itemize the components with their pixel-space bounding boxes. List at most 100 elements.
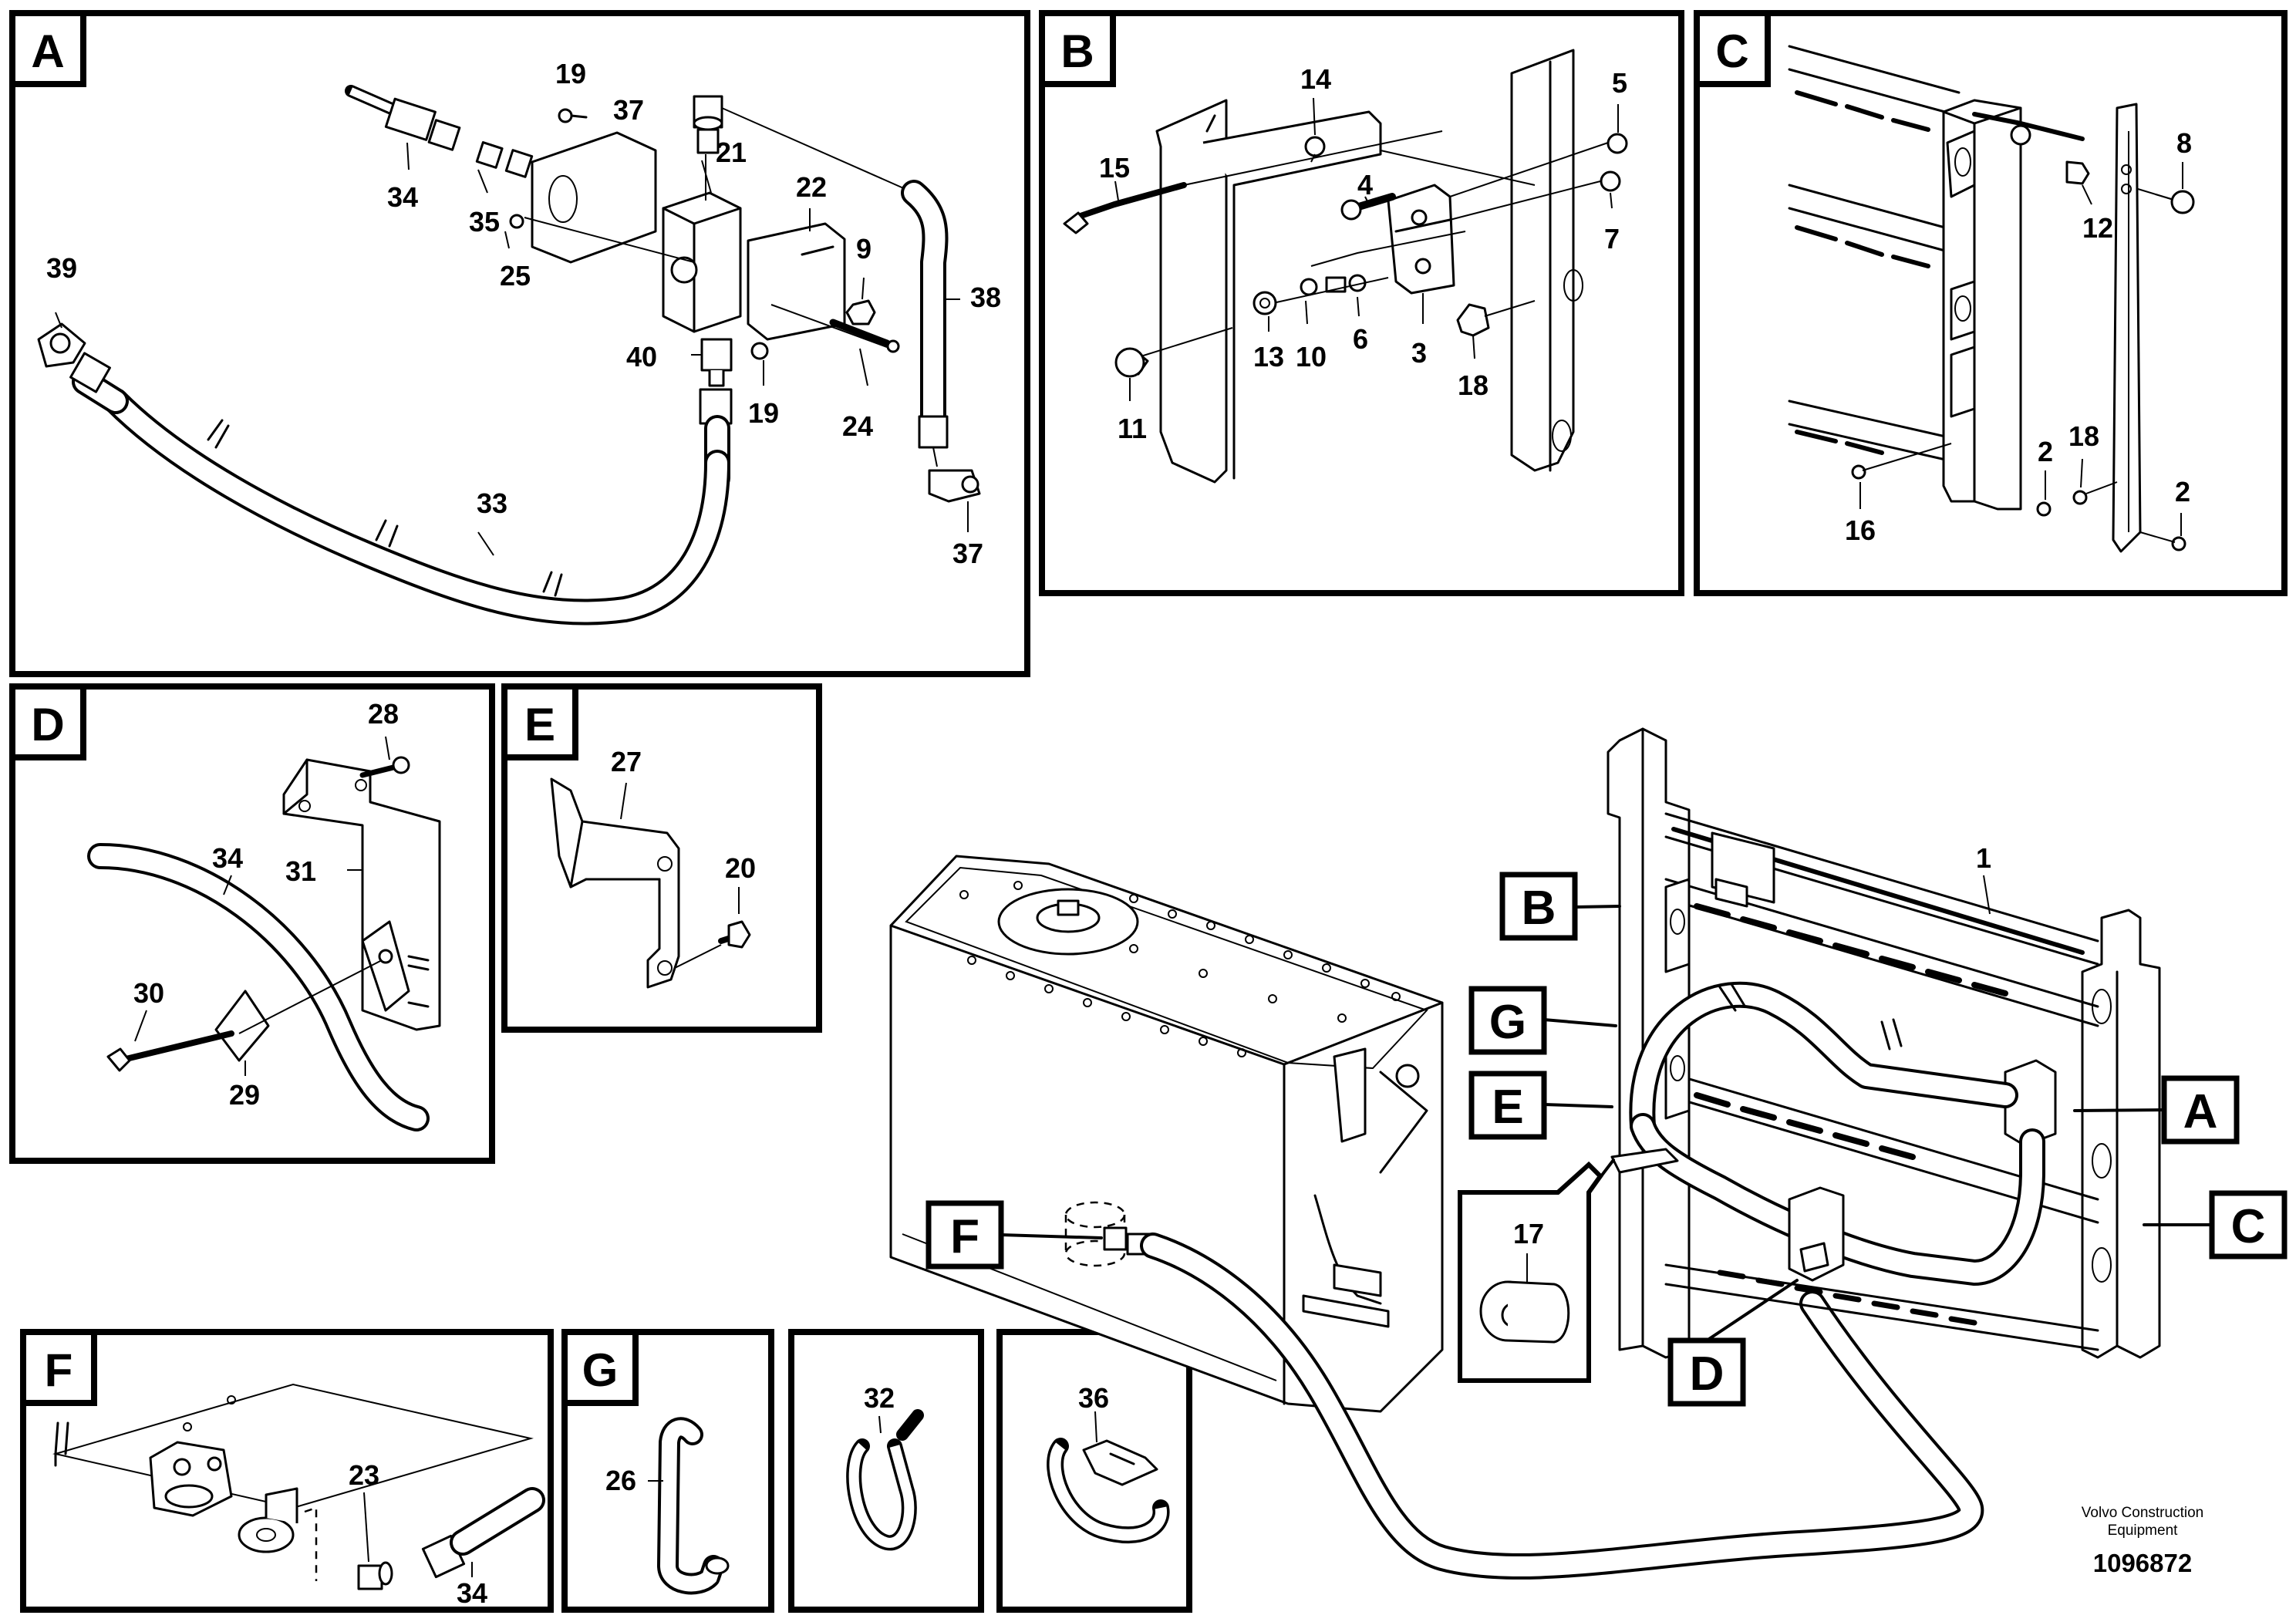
label-37: 37 xyxy=(613,94,644,126)
callout-b: B xyxy=(1499,872,1621,941)
label-26: 26 xyxy=(605,1465,636,1496)
label-12: 12 xyxy=(2082,212,2113,244)
panel-a-letter-box xyxy=(9,10,86,87)
label-39: 39 xyxy=(46,252,77,284)
label-30: 30 xyxy=(133,977,164,1009)
panel-e-labels: 27 20 xyxy=(611,746,756,884)
brand-line-2: Equipment xyxy=(2108,1523,2179,1539)
callout-f: F xyxy=(925,1200,1103,1270)
label-22: 22 xyxy=(796,171,827,203)
svg-text:D: D xyxy=(1690,1347,1725,1401)
label-15: 15 xyxy=(1099,152,1130,184)
svg-text:C: C xyxy=(2231,1200,2266,1253)
hydraulic-tank xyxy=(889,855,1444,1413)
panel-g-letter-box xyxy=(561,1329,639,1406)
label-3: 3 xyxy=(1411,337,1427,369)
panel-d: D 28 34 31 30 29 xyxy=(9,683,495,1164)
label-18: 18 xyxy=(2068,420,2099,452)
panel-e-letter: E xyxy=(524,699,555,750)
label-5: 5 xyxy=(1612,67,1627,99)
label-21: 21 xyxy=(716,137,747,168)
brand-line-1: Volvo Construction xyxy=(2082,1505,2203,1521)
panel-d-letter: D xyxy=(31,699,64,750)
panel-d-letter-box xyxy=(9,683,86,760)
panel-b-letter-box xyxy=(1039,10,1116,87)
label-25: 25 xyxy=(500,260,531,292)
panel-clip-36: 36 xyxy=(996,1329,1192,1613)
panel-f-letter: F xyxy=(45,1344,73,1396)
panel-b-letter: B xyxy=(1060,25,1094,77)
label-2: 2 xyxy=(2175,476,2190,508)
label-17: 17 xyxy=(1513,1218,1544,1249)
label-11: 11 xyxy=(1118,413,1147,444)
cooler-frame xyxy=(1607,727,2161,1359)
label-40: 40 xyxy=(626,341,657,373)
label-7: 7 xyxy=(1604,223,1620,255)
label-14: 14 xyxy=(1300,63,1331,95)
label-23: 23 xyxy=(349,1459,379,1491)
svg-text:E: E xyxy=(1492,1081,1523,1134)
panel-c: C xyxy=(1694,10,2288,596)
panel-c-letter-box xyxy=(1694,10,1771,87)
svg-text:F: F xyxy=(950,1210,979,1263)
panel-e: E 27 20 xyxy=(501,683,822,1033)
callout-e: E xyxy=(1468,1071,1613,1140)
label-31: 31 xyxy=(285,855,316,887)
panel-g-labels: 26 xyxy=(605,1465,636,1496)
panel-b: B xyxy=(1039,10,1684,596)
callout-d: D xyxy=(1667,1279,1799,1407)
panel-f: F 23 34 xyxy=(20,1329,554,1613)
label-27: 27 xyxy=(611,746,642,777)
svg-text:A: A xyxy=(2183,1085,2218,1138)
label-10: 10 xyxy=(1296,341,1327,373)
footer-branding: Volvo Construction Equipment 1096872 xyxy=(2082,1505,2203,1577)
document-number: 1096872 xyxy=(2093,1549,2192,1577)
panel-c-letter: C xyxy=(1715,25,1748,77)
tank-bolts xyxy=(959,881,1401,1057)
label-34: 34 xyxy=(212,842,243,874)
label-19: 19 xyxy=(748,397,779,429)
panel-e-letter-box xyxy=(501,683,578,760)
panel-f-labels: 23 34 xyxy=(349,1459,487,1609)
label-24: 24 xyxy=(842,410,873,442)
part-17-inset: 17 xyxy=(1458,1158,1615,1383)
label-4: 4 xyxy=(1357,169,1373,201)
label-18: 18 xyxy=(1458,369,1489,401)
panel-clip-36-labels: 36 xyxy=(1078,1382,1109,1414)
label-6: 6 xyxy=(1353,323,1368,355)
panel-a-letter: A xyxy=(31,25,64,77)
label-16: 16 xyxy=(1845,514,1876,546)
panel-g-letter: G xyxy=(582,1344,619,1396)
panel-c-labels: 8 12 2 18 16 2 xyxy=(1845,127,2192,546)
label-19: 19 xyxy=(555,58,586,89)
label-8: 8 xyxy=(2176,127,2192,159)
panel-clip-32-labels: 32 xyxy=(864,1382,895,1414)
callout-c: C xyxy=(2143,1190,2288,1259)
panel-g: G 26 xyxy=(561,1329,774,1613)
label-37: 37 xyxy=(952,538,983,569)
callout-a: A xyxy=(2073,1075,2240,1145)
overview-assembly: B G E A C F D xyxy=(889,727,2288,1580)
panel-b-labels: 14 5 15 4 7 13 10 6 3 18 11 xyxy=(1099,63,1627,444)
label-2: 2 xyxy=(2038,436,2053,467)
label-9: 9 xyxy=(856,233,872,265)
svg-text:G: G xyxy=(1489,996,1526,1049)
label-33: 33 xyxy=(477,487,507,519)
label-34: 34 xyxy=(457,1577,487,1609)
label-36: 36 xyxy=(1078,1382,1109,1414)
panel-a-labels: 19 37 21 22 34 35 25 9 38 39 40 19 24 33… xyxy=(46,58,1001,569)
panel-d-labels: 28 34 31 30 29 xyxy=(133,698,399,1111)
panel-a: A xyxy=(9,10,1030,677)
label-35: 35 xyxy=(469,206,500,238)
label-32: 32 xyxy=(864,1382,895,1414)
label-20: 20 xyxy=(725,852,756,884)
label-28: 28 xyxy=(368,698,399,730)
label-1: 1 xyxy=(1976,842,1991,874)
label-38: 38 xyxy=(970,282,1001,313)
panel-clip-32: 32 xyxy=(788,1329,984,1613)
panel-f-letter-box xyxy=(20,1329,97,1406)
svg-text:B: B xyxy=(1522,882,1556,935)
label-34: 34 xyxy=(387,181,418,213)
label-29: 29 xyxy=(229,1079,260,1111)
